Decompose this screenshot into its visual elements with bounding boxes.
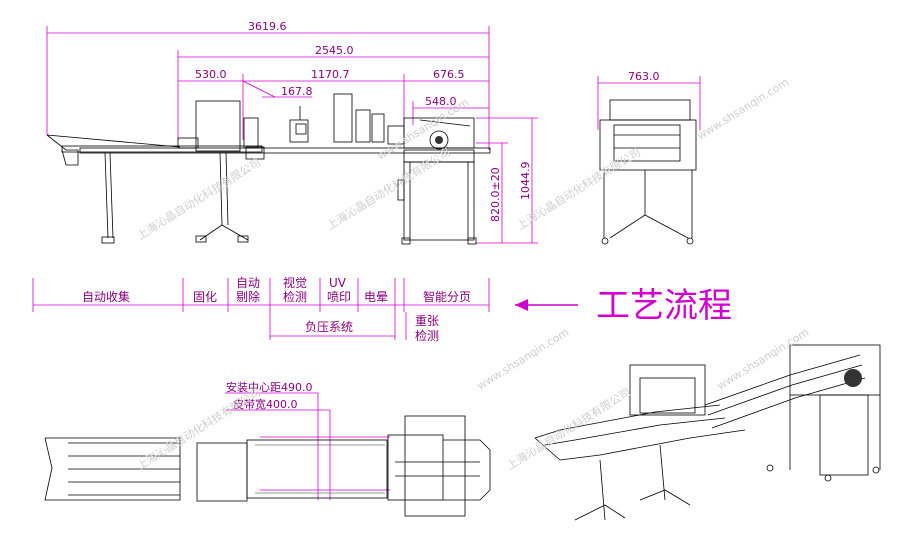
watermark-en-4: www.shsanqin.com <box>715 326 811 393</box>
watermark-cn-5: 上海沁晶自动化科技有限公司 <box>504 385 633 473</box>
stage-vision-2: 检测 <box>283 289 307 304</box>
watermark-en-1: www.shsanqin.com <box>375 96 471 163</box>
dim-total-height: 1044.9 <box>519 162 532 201</box>
watermarks: 上海沁晶自动化科技有限公司 上海沁晶自动化科技有限公司 www.shsanqin… <box>134 76 811 473</box>
stage-vision-1: 视觉 <box>283 275 307 290</box>
dim-belt-width: 皮带宽400.0 <box>233 397 298 411</box>
dim-167: 167.8 <box>281 85 313 98</box>
dim-machine-length: 2545.0 <box>315 44 354 57</box>
watermark-en-2: www.shsanqin.com <box>695 76 791 143</box>
side-view <box>46 93 491 245</box>
stage-rejection-2: 剔除 <box>236 289 260 304</box>
stage-uv-1: UV <box>329 276 347 290</box>
stage-uv-2: 喷印 <box>327 290 351 304</box>
stage-collection: 自动收集 <box>82 289 130 304</box>
iso-view <box>534 344 881 521</box>
end-view <box>599 99 697 245</box>
top-dimension-lines <box>46 26 701 244</box>
watermark-cn-3: 上海沁晶自动化科技有限公司 <box>514 145 643 233</box>
stage-pager: 智能分页 <box>423 289 471 304</box>
stage-rejection-1: 自动 <box>236 276 260 290</box>
dim-center-distance: 安装中心距490.0 <box>226 380 313 394</box>
stage-double-check-2: 检测 <box>415 328 439 343</box>
dim-676: 676.5 <box>433 68 465 81</box>
dim-total-length: 3619.6 <box>248 20 287 33</box>
stage-corona: 电晕 <box>364 290 388 304</box>
stage-pressure-system: 负压系统 <box>305 320 353 334</box>
watermark-cn-1: 上海沁晶自动化科技有限公司 <box>134 155 263 243</box>
stage-double-check-1: 重张 <box>415 314 439 328</box>
stage-dimension-row <box>32 278 578 340</box>
dim-width: 763.0 <box>628 70 660 83</box>
watermark-en-3: www.shsanqin.com <box>475 326 571 393</box>
dim-work-height: 820.0±20 <box>489 167 502 222</box>
process-title: 工艺流程 <box>596 286 732 326</box>
top-view <box>44 392 491 517</box>
watermark-cn-4: 上海沁晶自动化科技有限公司 <box>134 385 263 473</box>
dim-1170: 1170.7 <box>311 68 350 81</box>
dim-548: 548.0 <box>425 95 457 108</box>
dim-530: 530.0 <box>195 68 227 81</box>
stage-curing: 固化 <box>193 290 217 304</box>
